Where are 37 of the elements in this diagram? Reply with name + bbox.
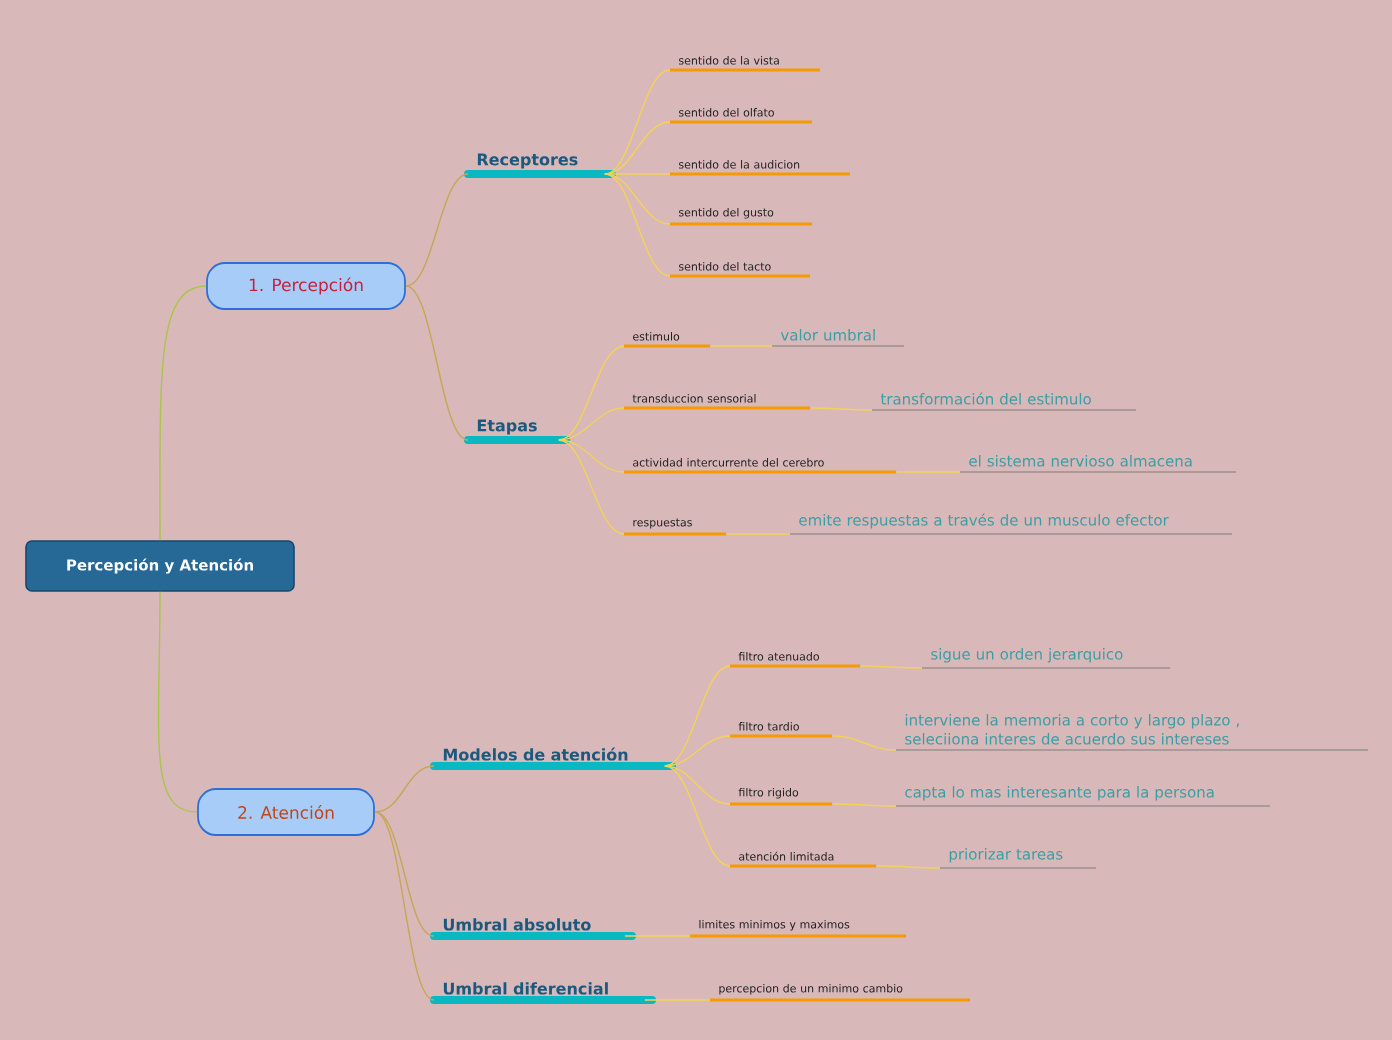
connector — [644, 999, 711, 1001]
topic-label: Umbral diferencial — [430, 982, 656, 1004]
connector — [624, 935, 691, 937]
connector — [604, 173, 671, 175]
connector — [876, 865, 941, 869]
connector — [860, 665, 923, 669]
connector — [604, 173, 671, 225]
connector — [604, 121, 671, 175]
connector — [664, 735, 731, 767]
connector — [558, 439, 625, 535]
connector — [604, 69, 671, 175]
connector — [726, 533, 791, 535]
connector — [832, 803, 897, 807]
topic-label: Umbral absoluto — [430, 918, 636, 940]
connector — [405, 285, 469, 441]
connector — [405, 173, 469, 287]
connector — [710, 345, 773, 347]
connector — [604, 173, 671, 277]
branch-box: 2. Atención — [197, 788, 375, 836]
connector — [157, 591, 198, 813]
connector — [374, 811, 435, 937]
connector — [558, 407, 625, 441]
connector — [664, 765, 731, 867]
connector — [832, 735, 897, 751]
connector — [664, 665, 731, 767]
topic-label: Modelos de atención — [430, 747, 676, 770]
topic-label: Receptores — [464, 153, 616, 178]
branch-box: 1. Percepción — [206, 262, 406, 310]
connector — [558, 345, 625, 441]
connector — [374, 811, 435, 1001]
connector — [159, 285, 207, 541]
connector — [810, 407, 873, 411]
connector — [664, 765, 731, 805]
topic-label: Etapas — [464, 419, 570, 444]
connector — [896, 471, 961, 473]
connector — [558, 439, 625, 473]
connector — [374, 765, 435, 813]
